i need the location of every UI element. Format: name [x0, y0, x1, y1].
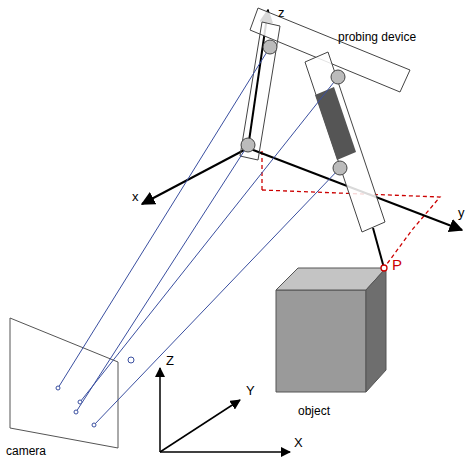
projection-line — [262, 190, 440, 268]
cube-side — [366, 268, 386, 392]
axis-label: Y — [246, 384, 255, 398]
axis-label: y — [458, 206, 465, 220]
projection-center — [128, 357, 134, 363]
image-plane — [10, 318, 118, 448]
image-points — [56, 386, 96, 427]
world-x-axis — [160, 451, 290, 453]
part-label: probing device — [338, 30, 416, 44]
axis-label: x — [132, 190, 139, 204]
point-p — [381, 265, 387, 271]
device-probe-bar — [305, 52, 385, 232]
projection-line — [261, 150, 262, 190]
world-z-axis — [159, 368, 161, 452]
part-label: object — [298, 404, 330, 418]
axis-label: z — [278, 6, 285, 20]
part-label: camera — [6, 444, 46, 458]
axis-label: X — [294, 436, 303, 450]
axis-label: Z — [166, 354, 174, 368]
markers — [241, 40, 347, 175]
probe-tip — [373, 228, 384, 268]
point-label: P — [392, 258, 402, 272]
x-axis — [142, 148, 248, 204]
world-y-axis — [160, 400, 240, 452]
cube-front — [276, 290, 366, 392]
device-left-bar — [240, 22, 280, 160]
sight-lines — [58, 47, 340, 425]
